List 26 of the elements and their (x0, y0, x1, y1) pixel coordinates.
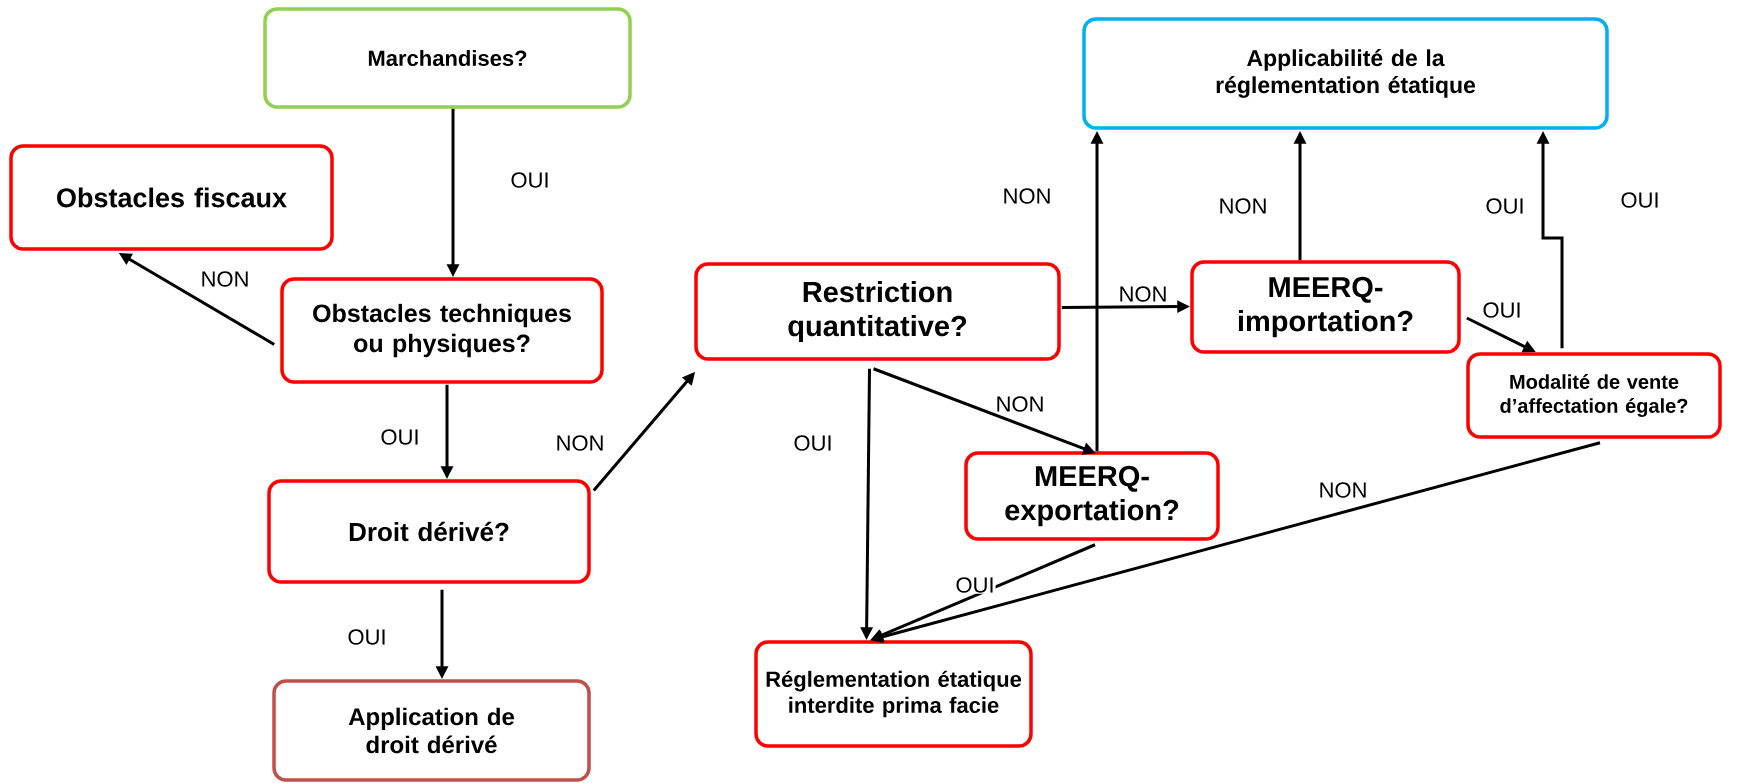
edge-label: OUI (509, 171, 551, 189)
terminal-box: Obstacles fiscaux (9, 144, 334, 251)
edge-label: OUI (1481, 301, 1523, 319)
decision-box: Droit dérivé? (267, 479, 591, 584)
decision-box: Marchandises? (263, 7, 632, 109)
terminal-box: Application de droit dérivé (272, 679, 591, 782)
edge-label: OUI (954, 576, 996, 594)
decision-box: MEERQ-importation? (1190, 260, 1461, 354)
edge-label: OUI (1619, 191, 1661, 209)
edge-label: NON (1317, 481, 1369, 499)
decision-box: MEERQ-exportation? (964, 451, 1220, 541)
decision-box: Obstacles techniques ou physiques? (280, 277, 604, 384)
edge-label: NON (994, 395, 1046, 413)
terminal-box: Réglementation étatique interdite prima facie (754, 640, 1033, 748)
edge-label: NON (554, 434, 606, 452)
terminal-box: Applicabilité de la réglementation étatique (1082, 17, 1609, 130)
edge-label: NON (1001, 187, 1053, 205)
edge-label: OUI (379, 428, 421, 446)
edge-label: NON (1117, 285, 1169, 303)
text-label: OUI (1486, 198, 1523, 214)
edge-label: NON (199, 270, 251, 288)
decision-box: Modalité de vente d’affectation égale? (1466, 352, 1722, 439)
edge-label: OUI (792, 434, 834, 452)
decision-box: Restriction quantitative? (694, 262, 1061, 361)
edge-label: NON (1217, 197, 1269, 215)
edge-label: OUI (346, 628, 388, 646)
